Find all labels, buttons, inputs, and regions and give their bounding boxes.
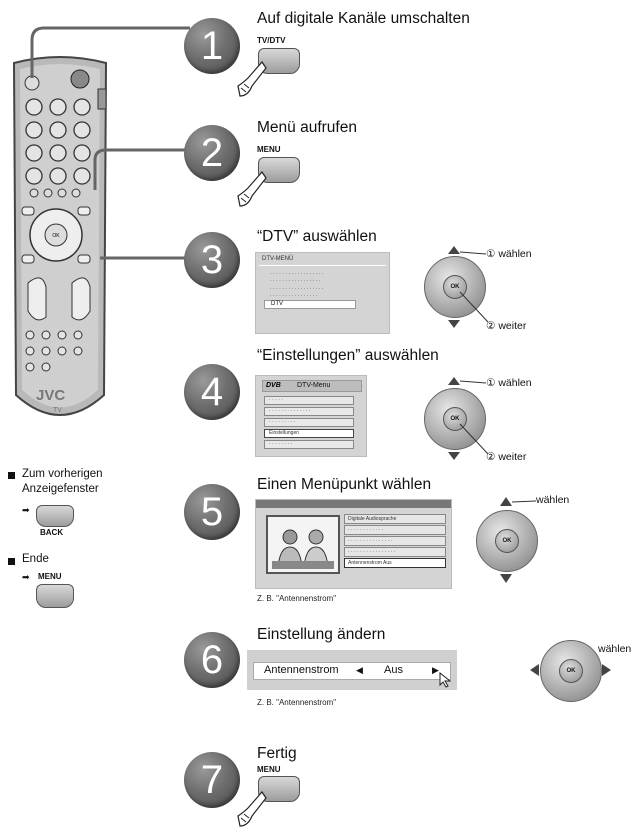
arrow-icon: ➡ bbox=[22, 572, 30, 582]
menu-button[interactable] bbox=[258, 157, 300, 183]
menu-row-selected: Antennenstrom Aus bbox=[344, 558, 446, 568]
step-5-title: Einen Menüpunkt wählen bbox=[257, 476, 432, 493]
screen-selected-label: DTV bbox=[271, 301, 283, 307]
setup-menu-screen: Digitale Audiosprache · · · · · · · · · … bbox=[255, 499, 452, 589]
remote-brand: JVC bbox=[36, 387, 66, 404]
menu-label: MENU bbox=[257, 145, 281, 154]
setting-bar: Antennenstrom ◀ Aus ▶ bbox=[247, 650, 457, 690]
ok-button[interactable]: OK bbox=[443, 407, 467, 431]
dtv-menu-screen: DTV-MENÜ · · · · · · · · · · · · · · · ·… bbox=[255, 252, 390, 334]
step-7-title: Fertig bbox=[257, 745, 297, 762]
confirm-label: ② weiter bbox=[486, 451, 527, 463]
finger-press-icon bbox=[236, 170, 270, 210]
up-arrow-icon bbox=[448, 377, 460, 385]
select-label: wählen bbox=[598, 643, 632, 655]
menu-row: Digitale Audiosprache bbox=[344, 514, 446, 524]
dpad-control[interactable] bbox=[476, 510, 538, 572]
right-arrow-icon bbox=[602, 664, 611, 676]
back-instruction: Zum vorherigen Anzeigefenster bbox=[22, 468, 103, 495]
setting-value: Aus bbox=[384, 664, 403, 676]
ok-button[interactable]: OK bbox=[559, 659, 583, 683]
step-3-circle: 3 bbox=[184, 232, 240, 288]
right-arrow-icon: ▶ bbox=[432, 665, 439, 675]
tv-preview-image bbox=[266, 515, 340, 574]
menu-row-selected: Einstellungen bbox=[264, 429, 354, 438]
step-2-title: Menü aufrufen bbox=[257, 119, 357, 136]
step-5-circle: 5 bbox=[184, 484, 240, 540]
screen-header: DTV-MENÜ bbox=[262, 256, 294, 262]
end-menu-button[interactable] bbox=[36, 584, 74, 608]
down-arrow-icon bbox=[500, 574, 512, 583]
dtv-settings-screen: DVB DTV-Menu · · · · · · · · · · · · · ·… bbox=[255, 375, 367, 457]
end-instruction: Ende bbox=[22, 553, 49, 565]
up-arrow-icon bbox=[448, 246, 460, 254]
step-7-circle: 7 bbox=[184, 752, 240, 808]
down-arrow-icon bbox=[448, 452, 460, 460]
screen-line: · · · · · · · · · · · · · · · · · bbox=[270, 278, 321, 284]
step-6-circle: 6 bbox=[184, 632, 240, 688]
end-menu-label: MENU bbox=[38, 572, 62, 581]
ok-button[interactable]: OK bbox=[495, 529, 519, 553]
step-1-title: Auf digitale Kanäle umschalten bbox=[257, 10, 470, 27]
example-note: Z. B. "Antennenstrom" bbox=[257, 698, 337, 707]
up-arrow-icon bbox=[500, 497, 512, 506]
screen-line: · · · · · · · · · · · · · · · · · · bbox=[270, 271, 324, 277]
tvdtv-label: TV/DTV bbox=[257, 36, 286, 45]
step-4-title: “Einstellungen” auswählen bbox=[257, 347, 439, 364]
remote-control: OK JVC TV bbox=[6, 55, 114, 435]
bullet-square bbox=[8, 558, 15, 565]
menu-row: · · · · · · · · · · · · · · bbox=[264, 407, 354, 416]
remote-body: OK bbox=[12, 56, 108, 416]
svg-text:OK: OK bbox=[52, 233, 60, 239]
confirm-label: ② weiter bbox=[486, 320, 527, 332]
ok-button[interactable]: OK bbox=[443, 275, 467, 299]
finger-press-icon bbox=[236, 790, 270, 830]
step-2-circle: 2 bbox=[184, 125, 240, 181]
screen-line: · · · · · · · · · · · · · · · · bbox=[270, 293, 318, 299]
remote-model: TV bbox=[53, 407, 62, 414]
arrow-icon: ➡ bbox=[22, 505, 30, 515]
menu-row: · · · · · · · · · bbox=[264, 418, 354, 427]
select-label: ① wählen bbox=[486, 377, 532, 389]
left-arrow-icon: ◀ bbox=[356, 665, 363, 675]
menu-row: · · · · · · · · bbox=[264, 440, 354, 449]
left-arrow-icon bbox=[530, 664, 539, 676]
back-label: BACK bbox=[40, 528, 64, 537]
step-4-circle: 4 bbox=[184, 364, 240, 420]
cursor-icon bbox=[439, 671, 453, 693]
dvb-logo: DVB bbox=[266, 382, 281, 389]
select-label: ① wählen bbox=[486, 248, 532, 260]
bullet-square bbox=[8, 472, 15, 479]
menu-label: MENU bbox=[257, 765, 281, 774]
example-note: Z. B. "Antennenstrom" bbox=[257, 594, 337, 603]
menu-row: · · · · · · · · · · · · · · · · bbox=[344, 547, 446, 557]
select-label: wählen bbox=[536, 494, 570, 506]
down-arrow-icon bbox=[448, 320, 460, 328]
back-button[interactable] bbox=[36, 505, 74, 527]
step-3-title: “DTV” auswählen bbox=[257, 228, 377, 245]
step-1-circle: 1 bbox=[184, 18, 240, 74]
menu-row: · · · · · bbox=[264, 396, 354, 405]
setting-name: Antennenstrom bbox=[264, 664, 339, 676]
screen-header: DTV-Menu bbox=[297, 382, 331, 389]
screen-selected-row: DTV bbox=[264, 300, 356, 309]
step-6-title: Einstellung ändern bbox=[257, 626, 386, 643]
menu-row: · · · · · · · · · · · · · · · bbox=[344, 536, 446, 546]
menu-row: · · · · · · · · · · · · bbox=[344, 525, 446, 535]
screen-line: · · · · · · · · · · · · · · · · · · bbox=[270, 286, 324, 292]
finger-press-icon bbox=[236, 60, 270, 100]
